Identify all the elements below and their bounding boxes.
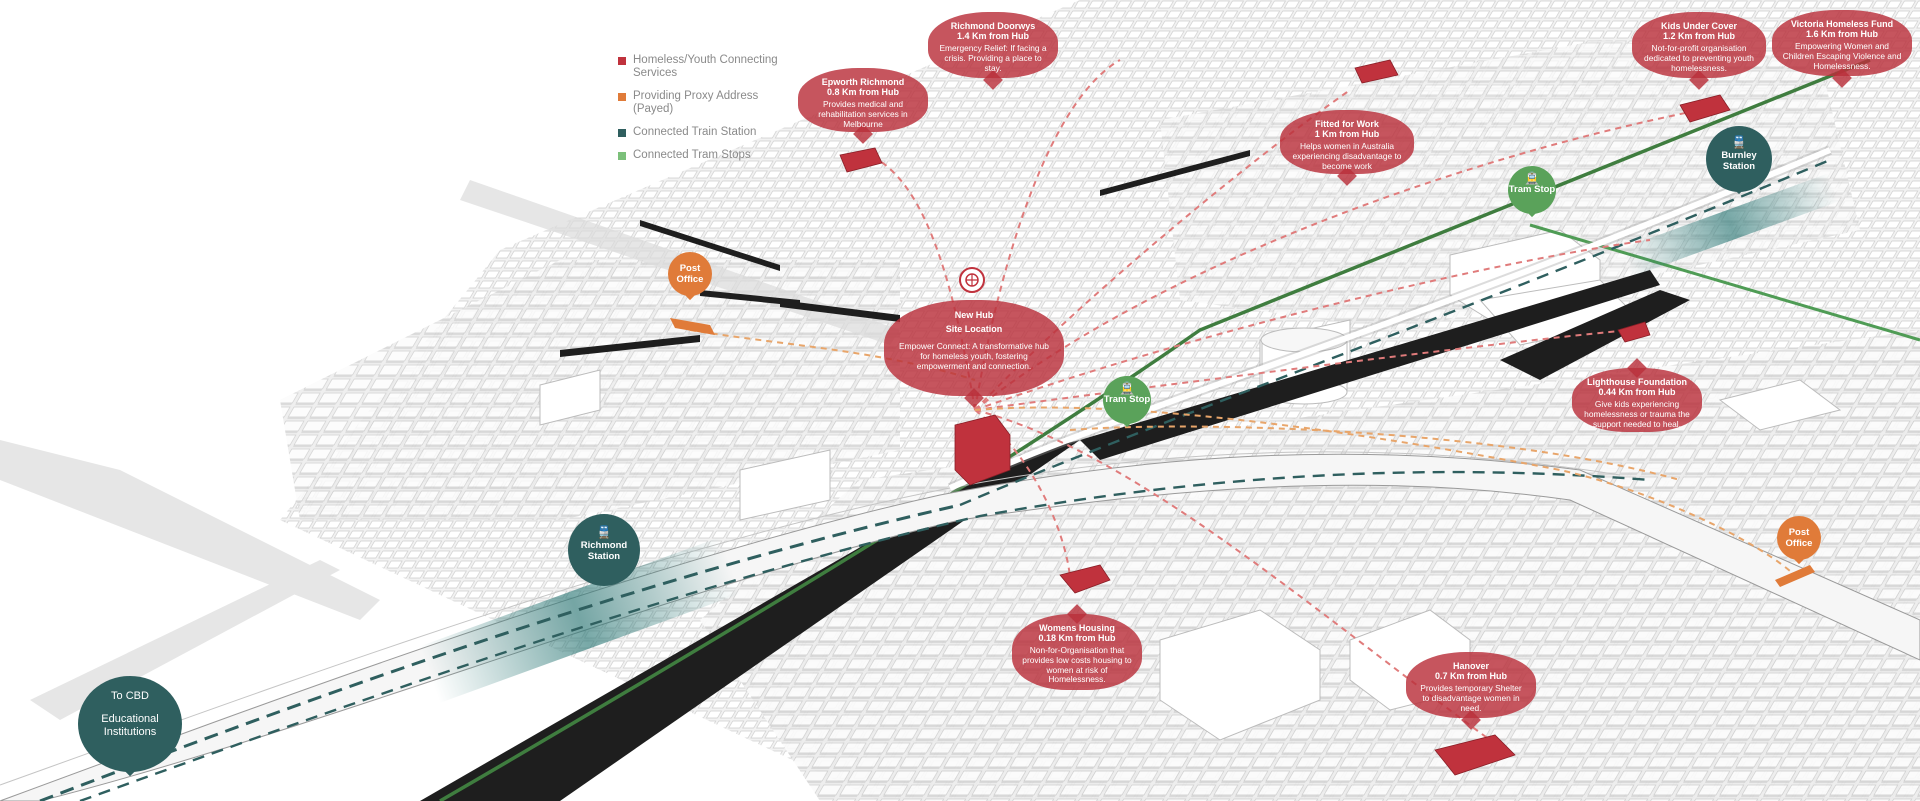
bubble-description: Not-for-profit organisation dedicated to… (1644, 43, 1754, 73)
richmond-station-pin[interactable]: 🚆 Richmond Station (568, 514, 640, 587)
bubble-description: Emergency Relief: If facing a crisis. Pr… (939, 43, 1047, 73)
bubble-title: Richmond Doorwys (950, 21, 1036, 31)
post-office-pin-east[interactable]: Post Office (1777, 516, 1821, 565)
legend-item-proxy: Providing Proxy Address (Payed) (618, 90, 778, 116)
bubble-title: Fitted for Work (1315, 119, 1379, 129)
bubble-distance: 1.4 Km from Hub (956, 31, 1029, 41)
tram-stop-pin-east[interactable]: 🚊 Tram Stop (1508, 166, 1556, 218)
legend-swatch (618, 152, 626, 160)
bubble-title: Lighthouse Foundation (1587, 377, 1687, 387)
service-bubble-fitted-for-work[interactable]: Fitted for Work 1 Km from Hub Helps wome… (1280, 110, 1414, 186)
service-bubble-new-hub[interactable]: New Hub Site Location Empower Connect: A… (884, 300, 1064, 408)
bubble-description: Helps women in Australia experiencing di… (1292, 141, 1402, 171)
service-bubble-victoria-homeless-fund[interactable]: Victoria Homeless Fund 1.6 Km from Hub E… (1772, 10, 1912, 88)
bubble-title: New Hub (954, 310, 994, 320)
train-icon: 🚆 (1731, 135, 1747, 149)
legend-label: Connected Tram Stops (633, 149, 751, 161)
bubble-distance: Site Location (945, 324, 1003, 334)
legend-item-services: Homeless/Youth Connecting Services (618, 54, 778, 80)
pin-label: To CBD (111, 690, 149, 702)
legend-label: Connected Train Station (633, 126, 757, 138)
service-buildings (839, 59, 1731, 776)
burnley-station-pin[interactable]: 🚆 Burnley Station (1706, 126, 1772, 195)
pin-label: Post Office (676, 263, 704, 285)
pin-label: Tram Stop (1103, 394, 1151, 405)
bubble-description: Provides medical and rehabilitation serv… (818, 99, 908, 129)
post-office-icon: Post Office (668, 263, 712, 285)
service-bubble-womens-housing[interactable]: Womens Housing 0.18 Km from Hub Non-for-… (1012, 604, 1142, 690)
hub-marker (959, 267, 985, 293)
legend-swatch (618, 93, 626, 101)
map-legend: Homeless/Youth Connecting Services Provi… (618, 54, 778, 172)
proxy-address-buildings (670, 318, 1815, 587)
pin-label: Post Office (1785, 527, 1813, 549)
service-bubble-lighthouse-foundation[interactable]: Lighthouse Foundation 0.44 Km from Hub G… (1572, 358, 1702, 432)
post-office-icon: Post Office (1777, 527, 1821, 549)
pin-label: Tram Stop (1508, 184, 1556, 195)
bubble-distance: 0.8 Km from Hub (826, 87, 899, 97)
service-bubble-kids-under-cover[interactable]: Kids Under Cover 1.2 Km from Hub Not-for… (1632, 12, 1766, 90)
bubble-description: Non-for-Organisation that provides low c… (1022, 645, 1132, 685)
pin-label: Richmond Station (580, 540, 628, 562)
legend-swatch (618, 129, 626, 137)
tram-stop-pin-central[interactable]: 🚊 Tram Stop (1103, 376, 1151, 428)
bubble-description: Provides temporary Shelter to disadvanta… (1420, 683, 1522, 713)
bubble-title: Hanover (1452, 661, 1489, 671)
bubble-distance: 0.44 Km from Hub (1598, 387, 1676, 397)
to-cbd-pin[interactable]: To CBD Educational Institutions (78, 676, 182, 777)
legend-swatch (618, 57, 626, 65)
pin-label: Burnley Station (1721, 150, 1757, 172)
bubble-description: Empowering Women and Children Escaping V… (1782, 41, 1902, 71)
tram-icon: 🚊 (1119, 381, 1135, 395)
bubble-distance: 0.18 Km from Hub (1038, 633, 1116, 643)
tram-icon: 🚊 (1524, 171, 1540, 185)
bubble-distance: 1.2 Km from Hub (1662, 31, 1735, 41)
legend-label: Homeless/Youth Connecting Services (633, 54, 778, 79)
service-bubble-hanover[interactable]: Hanover 0.7 Km from Hub Provides tempora… (1406, 652, 1536, 730)
pin-label: Educational Institutions (101, 713, 159, 738)
bubble-title: Epworth Richmond (821, 77, 905, 87)
bubble-description: Empower Connect: A transformative hub fo… (899, 341, 1049, 371)
service-bubble-doorways[interactable]: Richmond Doorwys 1.4 Km from Hub Emergen… (928, 12, 1058, 90)
bubble-title: Kids Under Cover (1660, 21, 1738, 31)
train-icon: 🚆 (596, 525, 612, 539)
bubble-description: Give kids experiencing homelessness or t… (1584, 399, 1690, 429)
legend-label: Providing Proxy Address (Payed) (633, 90, 759, 115)
legend-item-tram: Connected Tram Stops (618, 149, 778, 162)
legend-item-train: Connected Train Station (618, 126, 778, 139)
bubble-distance: 0.7 Km from Hub (1434, 671, 1507, 681)
bubble-title: Victoria Homeless Fund (1790, 19, 1894, 29)
bubble-distance: 1.6 Km from Hub (1805, 29, 1878, 39)
bubble-title: Womens Housing (1039, 623, 1115, 633)
bubble-distance: 1 Km from Hub (1314, 129, 1380, 139)
post-office-pin-west[interactable]: Post Office (668, 252, 712, 301)
service-bubble-epworth[interactable]: Epworth Richmond 0.8 Km from Hub Provide… (798, 68, 928, 144)
